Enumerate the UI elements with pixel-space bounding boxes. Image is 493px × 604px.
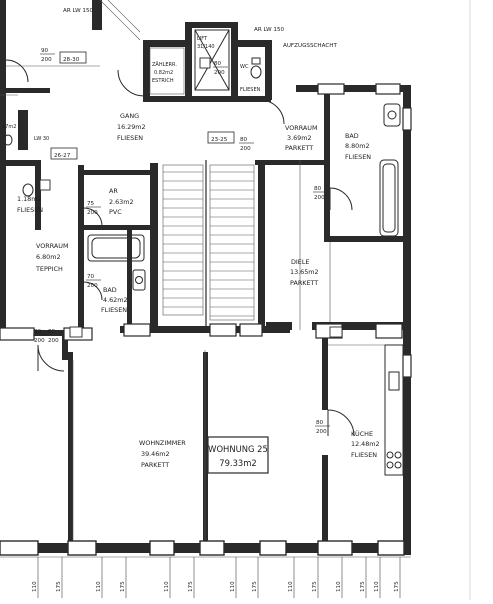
room-label: 4.62m2 — [103, 296, 128, 304]
door-height: 200 — [314, 195, 325, 201]
door-width: 75 — [87, 201, 95, 207]
room-label: AUFZUGSSCHACHT — [283, 43, 337, 49]
room-label: 6.80m2 — [36, 253, 61, 261]
room-label: 1.18m2 — [17, 195, 42, 203]
sill-dimension: 110 — [288, 581, 294, 592]
door-width: 80 — [214, 61, 222, 67]
door-ref-frame — [207, 131, 235, 144]
fixtures — [3, 29, 404, 476]
room-label: FLIESEN — [101, 306, 127, 314]
room-label: PARKETT — [141, 461, 169, 469]
bottom-windows — [0, 540, 405, 556]
door-ref-frame — [50, 147, 78, 160]
room-label: PARKETT — [290, 279, 318, 287]
room-label: FLIESEN — [117, 134, 143, 142]
door-width: 80 — [316, 420, 324, 426]
door-ref-label: 23-25 — [211, 137, 228, 143]
door-height: 200 — [87, 210, 98, 216]
sill-dimension: 175 — [252, 581, 258, 592]
room-label: GANG — [120, 112, 139, 120]
room-label: LW 30 — [34, 136, 49, 142]
interior-lines — [0, 0, 385, 540]
sill-dimension: 110 — [374, 581, 380, 592]
room-label: KÜCHE — [351, 429, 373, 438]
door-width: 70 — [87, 274, 95, 280]
room-label: 31/140 — [197, 44, 215, 50]
room-label: 8.80m2 — [345, 142, 370, 150]
room-label: ZÄHLERR. — [152, 61, 177, 68]
sill-dimension: 175 — [312, 581, 318, 592]
door-width: 80 — [34, 329, 42, 335]
room-label: FLIESEN — [17, 206, 43, 214]
door-height: 200 — [41, 57, 52, 63]
door-ref-label: 28-30 — [63, 57, 80, 63]
sill-dimension: 110 — [230, 581, 236, 592]
door-width: 90 — [41, 48, 49, 54]
door-ref-frame — [59, 51, 87, 64]
door-ref-label: 26-27 — [54, 153, 71, 159]
room-label: 2.63m2 — [109, 198, 134, 206]
door-width: 80 — [240, 137, 248, 143]
apartment-area: 79.33m2 — [219, 458, 256, 468]
door-height: 200 — [87, 283, 98, 289]
room-label: FLIESEN — [345, 153, 371, 161]
room-label: DIELE — [291, 258, 309, 266]
apartment-tag: WOHNUNG 25 79.33m2 — [207, 436, 269, 474]
room-label: FLIESEN — [240, 87, 261, 93]
door-height: 200 — [316, 429, 327, 435]
room-label: VORRAUM — [285, 124, 317, 132]
room-label: FLIESEN — [351, 451, 377, 459]
room-label: ESTRICH — [152, 78, 174, 84]
room-label: 3.69m2 — [287, 134, 312, 142]
sill-dimension: 175 — [360, 581, 366, 592]
room-label: 39.46m2 — [141, 450, 170, 458]
room-label: LIFT — [197, 36, 208, 42]
sill-dimension: 175 — [394, 581, 400, 592]
door-width: 80 — [314, 186, 322, 192]
room-label: 13.65m2 — [290, 268, 319, 276]
room-label: AR LW 150 — [63, 8, 94, 14]
door-height: 200 — [214, 70, 225, 76]
room-label: 17m2 — [2, 124, 16, 130]
sill-dimension: 110 — [164, 581, 170, 592]
staircase — [162, 160, 255, 330]
sill-dimension: 175 — [188, 581, 194, 592]
room-label: WOHNZIMMER — [139, 439, 186, 447]
room-label: 12.48m2 — [351, 440, 380, 448]
radiators — [39, 57, 343, 338]
door-dimensions: 9020080200752007020080200802008020080200… — [33, 48, 330, 435]
room-label: WC — [240, 64, 249, 70]
room-label: VORRAUM — [36, 242, 68, 250]
room-label: TEPPICH — [35, 265, 63, 273]
sill-dimension: 175 — [120, 581, 126, 592]
room-label: BAD — [103, 286, 117, 294]
room-label: 0.82m2 — [154, 70, 173, 76]
window-sill-dimensions: 110 175 110 175 110 175 110 175 110 175 110 175 110 1… — [32, 557, 401, 598]
door-width: 80 — [48, 329, 56, 335]
room-label: PVC — [109, 208, 122, 216]
sill-dimension: 110 — [336, 581, 342, 592]
room-label: AR LW 150 — [254, 27, 285, 33]
room-label: PARKETT — [285, 144, 313, 152]
room-label: BAD — [345, 132, 359, 140]
door-height: 200 — [34, 338, 45, 344]
room-label: AR — [109, 187, 118, 195]
sill-dimension: 110 — [96, 581, 102, 592]
room-label: 16.29m2 — [117, 123, 146, 131]
stair-treads — [163, 171, 254, 317]
apartment-label: WOHNUNG 25 — [208, 444, 268, 454]
door-height: 200 — [240, 146, 251, 152]
door-height: 200 — [48, 338, 59, 344]
door-swings — [5, 59, 355, 437]
sill-dimension: 110 — [32, 581, 38, 592]
door-references: 28-30 23-25 26-27 — [50, 51, 235, 160]
sill-dimension: 175 — [56, 581, 62, 592]
